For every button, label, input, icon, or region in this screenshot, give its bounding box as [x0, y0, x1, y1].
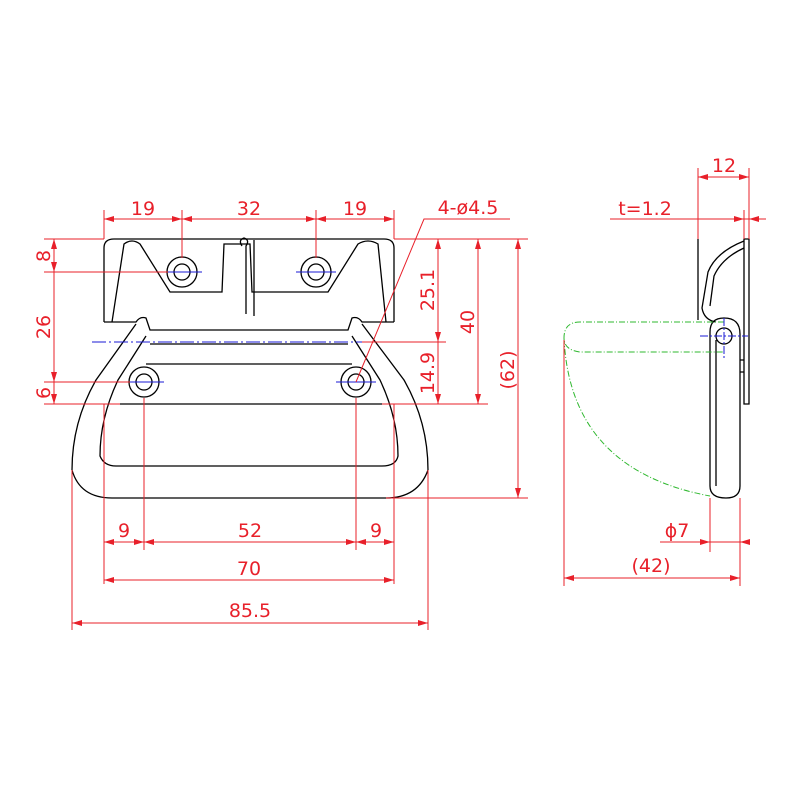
- arrow: [739, 174, 749, 180]
- arrow: [72, 620, 82, 626]
- dim-right-62: (62): [497, 350, 519, 389]
- dim-right-40: 40: [457, 310, 479, 334]
- arrow: [475, 394, 481, 404]
- arrow: [564, 575, 574, 581]
- dim-bottom-9-right: 9: [370, 520, 382, 542]
- fold-seam: [239, 237, 255, 316]
- arrow: [104, 539, 114, 545]
- arrow: [134, 539, 144, 545]
- dim-phi7-text: ϕ7: [665, 520, 690, 542]
- arrow: [306, 216, 316, 222]
- dim-left-8: 8: [33, 250, 55, 262]
- arrow: [749, 216, 759, 222]
- arrow: [515, 239, 521, 249]
- arrow: [104, 216, 114, 222]
- plate-hinge-edge: [104, 316, 394, 331]
- arrow: [475, 239, 481, 249]
- arrow: [515, 488, 521, 498]
- arrow: [182, 216, 192, 222]
- hole-callout-leader: [355, 218, 510, 383]
- dim-side-12-text: 12: [712, 155, 736, 177]
- handle-open-position: [563, 321, 724, 353]
- arrow: [435, 239, 441, 249]
- side-handle: [709, 317, 741, 499]
- side-plate-tab: [740, 359, 744, 373]
- hole-callout: 4-ø4.5: [438, 197, 499, 219]
- arrow: [384, 539, 394, 545]
- arrow: [384, 577, 394, 583]
- side-plate: [743, 238, 750, 405]
- dim-42-text: (42): [631, 555, 670, 577]
- front-arrowheads: [51, 216, 521, 626]
- front-view-part: [71, 237, 429, 499]
- dim-bottom-52: 52: [238, 520, 262, 542]
- dim-left-26: 26: [33, 315, 55, 339]
- arrow: [316, 216, 326, 222]
- arrow: [435, 332, 441, 342]
- arrow: [51, 262, 57, 272]
- arrow: [104, 577, 114, 583]
- arrow: [730, 575, 740, 581]
- arrow: [698, 174, 708, 180]
- dim-bottom-85-5-text: 85.5: [229, 600, 271, 622]
- dim-bottom-70-text: 70: [237, 558, 261, 580]
- arrow: [418, 620, 428, 626]
- side-dimensions: 12 t=1.2 ϕ7 (42): [563, 155, 766, 586]
- base-plate-outline: [103, 238, 395, 322]
- arrow: [700, 539, 710, 545]
- arrow: [435, 394, 441, 404]
- front-dimensions: 19 32 19 4-ø4.5 8 26 6 25.1 14.9 40 (62)…: [33, 197, 528, 630]
- side-swing-path: [563, 321, 724, 497]
- dim-top-19-left: 19: [131, 198, 155, 220]
- handle-outer: [71, 323, 429, 499]
- front-centerlines: [92, 271, 444, 383]
- dim-right-14-9: 14.9: [417, 352, 439, 394]
- dim-bottom-9-left: 9: [118, 520, 130, 542]
- mounting-holes: [128, 256, 372, 398]
- arrow: [51, 394, 57, 404]
- dim-top-19-right: 19: [343, 198, 367, 220]
- side-view-part: [697, 238, 750, 499]
- arrow: [144, 539, 154, 545]
- swing-arc: [563, 337, 711, 497]
- arrow: [51, 239, 57, 249]
- arrow: [740, 539, 750, 545]
- plate-cutout: [111, 240, 387, 323]
- side-arrowheads: [564, 174, 759, 581]
- dim-top-32: 32: [237, 198, 261, 220]
- handle-inner: [99, 335, 399, 467]
- arrow: [734, 216, 744, 222]
- arrow: [384, 216, 394, 222]
- dim-thickness-text: t=1.2: [618, 198, 672, 220]
- dim-left-6: 6: [33, 387, 55, 399]
- arrow: [346, 539, 356, 545]
- side-flange: [701, 240, 745, 323]
- dim-right-25-1: 25.1: [417, 269, 439, 311]
- arrow: [356, 539, 366, 545]
- arrow: [172, 216, 182, 222]
- arrow: [51, 372, 57, 382]
- side-centerlines: [700, 318, 748, 358]
